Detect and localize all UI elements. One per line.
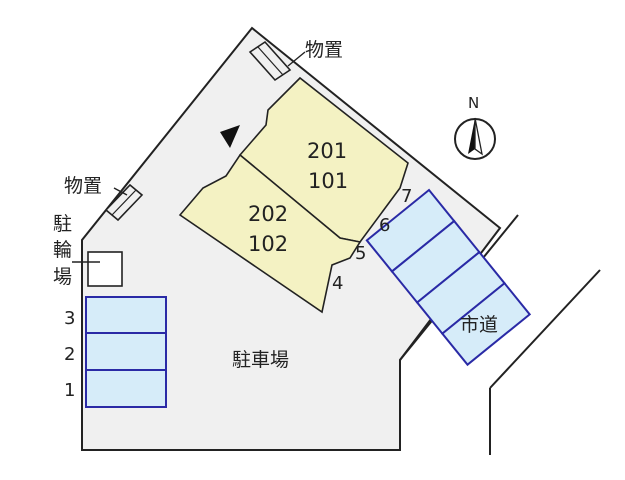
parking-number-6: 6 [379, 215, 390, 236]
unit-label-202: 202 [248, 202, 288, 226]
storage-top-label: 物置 [305, 39, 343, 61]
storage-shed-left-divider [111, 189, 137, 216]
storage-shed-top-divider [257, 46, 284, 76]
north-label: N [468, 94, 479, 112]
parking-lot-label: 駐車場 [232, 349, 289, 371]
building-unit-lower [178, 153, 362, 314]
parking-space-1 [85, 369, 167, 408]
road-edge-far [489, 269, 601, 389]
parking-number-5: 5 [355, 243, 366, 264]
parking-number-1: 1 [64, 380, 75, 401]
parking-space-2 [85, 332, 167, 371]
unit-label-201: 201 [307, 139, 347, 163]
compass-needle-light [474, 117, 483, 156]
parking-number-3: 3 [64, 308, 75, 329]
unit-label-102: 102 [248, 232, 288, 256]
bicycle-parking-box [87, 251, 123, 287]
parking-number-7: 7 [401, 186, 412, 207]
entrance-marker [220, 125, 240, 148]
city-road-label: 市道 [460, 314, 498, 336]
storage-shed-left-leader [113, 187, 128, 196]
parking-number-2: 2 [64, 344, 75, 365]
storage-shed-top-leader [287, 51, 306, 67]
parking-space-3 [85, 296, 167, 334]
unit-label-101: 101 [308, 169, 348, 193]
compass-needle-dark [468, 118, 475, 154]
bicycle-parking-label-1: 駐 [53, 213, 72, 235]
north-compass: N [454, 94, 496, 160]
parking-space-4 [440, 281, 532, 367]
bicycle-parking-label-3: 場 [53, 266, 72, 288]
bicycle-parking-label-2: 輪 [53, 239, 72, 261]
right-parking-row [365, 188, 532, 367]
storage-left-label: 物置 [64, 175, 102, 197]
parking-number-4: 4 [332, 273, 343, 294]
